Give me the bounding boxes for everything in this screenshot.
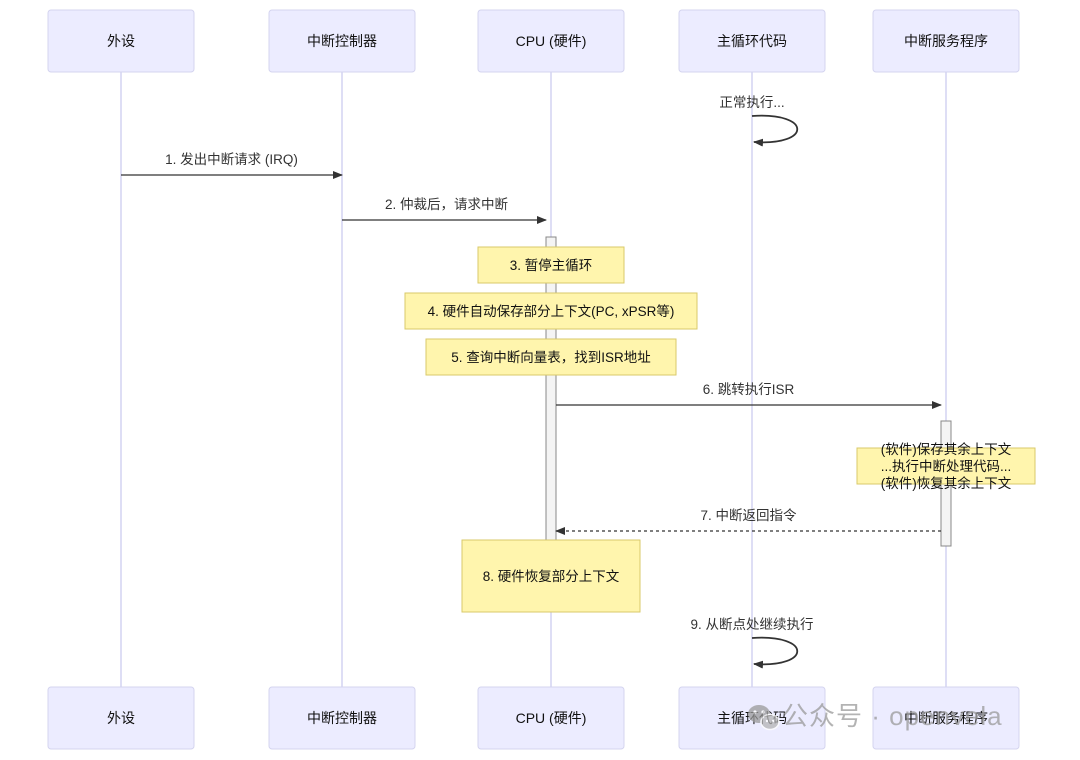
actor-box <box>47 686 195 750</box>
actor-label: 中断控制器 <box>307 710 377 726</box>
note-box <box>461 539 641 613</box>
self-message-label: 正常执行... <box>719 95 784 110</box>
wechat-icon <box>748 705 780 731</box>
watermark-label: 公众号 · openvela <box>782 701 1003 731</box>
actor-label: 中断服务程序 <box>904 710 988 726</box>
note-line: 3. 暂停主循环 <box>510 257 593 273</box>
message-1: 1. 发出中断请求 (IRQ) <box>121 152 343 179</box>
message-label: 7. 中断返回指令 <box>700 508 797 523</box>
actor-isr-bottom: 中断服务程序 <box>872 686 1020 750</box>
message-8: 7. 中断返回指令 <box>555 508 941 535</box>
actor-box <box>268 686 416 750</box>
self-message-label: 9. 从断点处继续执行 <box>690 617 813 632</box>
actor-label: 外设 <box>107 33 135 49</box>
self-loop-arrow <box>751 114 798 147</box>
actor-box <box>47 9 195 73</box>
actor-isr-top: 中断服务程序 <box>872 9 1020 73</box>
message-label: 1. 发出中断请求 (IRQ) <box>165 152 298 167</box>
actor-label: 主循环代码 <box>717 33 787 49</box>
actor-box <box>872 686 1020 750</box>
actor-label: 外设 <box>107 710 135 726</box>
actor-cpu-bottom: CPU (硬件) <box>477 686 625 750</box>
actor-controller-bottom: 中断控制器 <box>268 686 416 750</box>
note-line: (软件)保存其余上下文 <box>881 441 1012 457</box>
note-box <box>477 246 625 284</box>
actor-label: 中断控制器 <box>307 33 377 49</box>
actor-label: 中断服务程序 <box>904 33 988 49</box>
actor-box <box>477 9 625 73</box>
actor-box <box>477 686 625 750</box>
note-7: (软件)保存其余上下文 ...执行中断处理代码...(软件)恢复其余上下文 <box>856 441 1036 491</box>
activation-cpu <box>545 236 557 556</box>
note-box <box>856 447 1036 485</box>
actor-cpu-top: CPU (硬件) <box>477 9 625 73</box>
actor-box <box>872 9 1020 73</box>
actor-box <box>268 9 416 73</box>
self-message-0: 正常执行... <box>719 95 798 147</box>
actor-peripheral-bottom: 外设 <box>47 686 195 750</box>
message-6: 6. 跳转执行ISR <box>556 382 942 409</box>
watermark: 公众号 · openvela <box>748 701 1003 731</box>
actor-peripheral-top: 外设 <box>47 9 195 73</box>
note-line: 4. 硬件自动保存部分上下文(PC, xPSR等) <box>428 303 675 319</box>
actor-controller-top: 中断控制器 <box>268 9 416 73</box>
message-2: 2. 仲裁后，请求中断 <box>342 197 547 224</box>
note-line: (软件)恢复其余上下文 <box>881 475 1012 491</box>
note-box <box>404 292 698 330</box>
note-line: 8. 硬件恢复部分上下文 <box>483 568 620 584</box>
note-9: 8. 硬件恢复部分上下文 <box>461 539 641 613</box>
actor-main-top: 主循环代码 <box>678 9 826 73</box>
note-line: ...执行中断处理代码... <box>881 459 1012 474</box>
message-label: 2. 仲裁后，请求中断 <box>385 197 508 212</box>
self-loop-arrow <box>751 636 798 669</box>
self-message-10: 9. 从断点处继续执行 <box>690 617 814 669</box>
actor-box <box>678 9 826 73</box>
actor-label: CPU (硬件) <box>516 33 587 49</box>
note-5: 5. 查询中断向量表，找到ISR地址 <box>425 338 677 376</box>
note-line: 5. 查询中断向量表，找到ISR地址 <box>451 350 651 365</box>
note-4: 4. 硬件自动保存部分上下文(PC, xPSR等) <box>404 292 698 330</box>
actor-label: CPU (硬件) <box>516 710 587 726</box>
message-label: 6. 跳转执行ISR <box>703 382 795 397</box>
note-box <box>425 338 677 376</box>
note-3: 3. 暂停主循环 <box>477 246 625 284</box>
